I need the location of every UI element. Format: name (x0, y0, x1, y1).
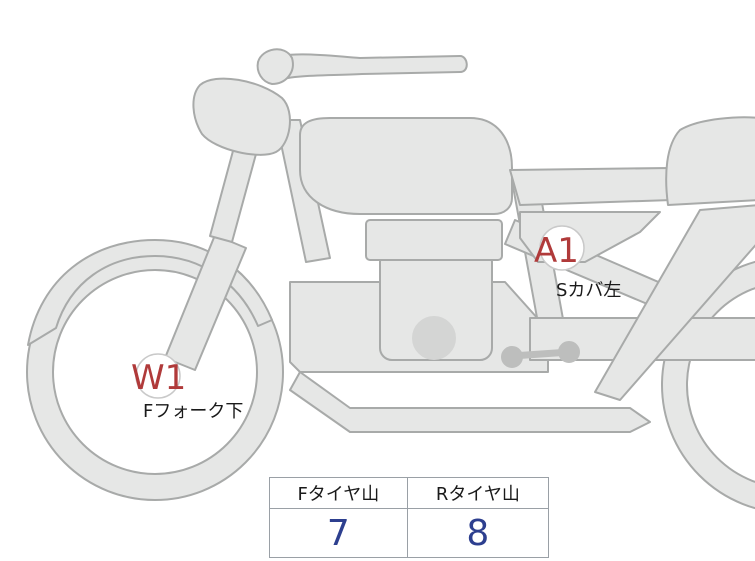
rear-tire-tread-value[interactable]: 8 (406, 508, 550, 558)
marker-w1[interactable]: W1 Fフォーク下 (131, 353, 243, 422)
front-tire-tread-value[interactable]: 7 (269, 508, 408, 558)
marker-a1-label: A1 (534, 231, 579, 271)
marker-a1-caption: Sカバ左 (556, 280, 621, 301)
fuel-tank (299, 117, 513, 215)
handlebar (261, 53, 468, 83)
rear-frame-tube (594, 204, 755, 401)
frame-front-tube (275, 119, 331, 263)
marker-a1-circle (539, 225, 585, 271)
seat (509, 167, 673, 206)
marker-a1[interactable]: A1 Sカバ左 (534, 225, 621, 301)
front-fork (164, 234, 247, 371)
exhaust-pipe-lower (289, 371, 651, 433)
rear-linkage (501, 341, 580, 368)
tire-tread-header-row: Fタイヤ山 Rタイヤ山 (269, 477, 550, 509)
engine (365, 219, 503, 361)
motorcycle-silhouette (26, 48, 755, 510)
tire-tread-value-row: 7 8 (269, 508, 550, 558)
marker-w1-caption: Fフォーク下 (143, 401, 243, 422)
marker-w1-label: W1 (131, 358, 186, 398)
rear-tire-tread-header: Rタイヤ山 (406, 477, 550, 509)
front-tire-tread-header: Fタイヤ山 (269, 477, 408, 509)
headlight (192, 77, 291, 156)
rear-seat-cowl (665, 116, 755, 206)
tire-tread-table: Fタイヤ山 Rタイヤ山 7 8 (269, 477, 550, 558)
marker-w1-circle (135, 353, 181, 399)
handlebar-clamp (256, 48, 294, 85)
